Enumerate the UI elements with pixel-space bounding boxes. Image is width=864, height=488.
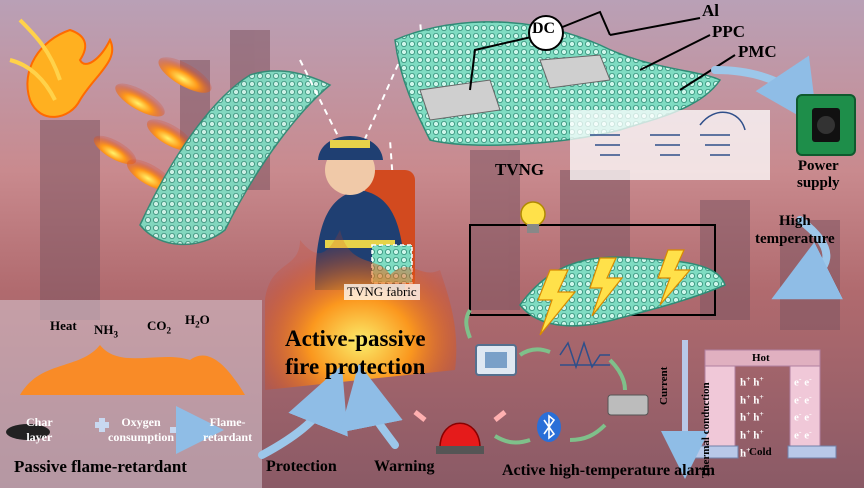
passive-flame-retardant-label: Passive flame-retardant	[14, 457, 187, 476]
signal-wave-icon	[559, 340, 610, 370]
dc-source-icon	[528, 15, 564, 51]
cold-label: Cold	[749, 446, 772, 458]
current-label: Current	[658, 366, 670, 405]
process-icons	[6, 406, 224, 454]
phoenix-icon	[9, 18, 114, 118]
layer-label-al: Al	[702, 1, 719, 20]
thermoelectric-device	[689, 349, 837, 459]
tvng-device	[394, 21, 770, 180]
hole-carriers: h+ h+ h+ h+ h+ h+ h+ h+ h+	[740, 374, 764, 460]
tvng-fabric-label: TVNG fabric	[344, 284, 420, 300]
lightning-icons	[537, 249, 692, 336]
tvng-label: TVNG	[495, 160, 545, 179]
bulb-icon	[520, 201, 546, 233]
nh3-label: NH3	[94, 322, 119, 340]
dc-label: DC	[532, 20, 556, 37]
layer-label-pmc: PMC	[738, 42, 777, 61]
dc-wires	[469, 10, 736, 91]
active-alarm-label: Active high-temperature alarm	[502, 462, 715, 479]
bluetooth-icon	[537, 412, 561, 442]
fabric-shield	[139, 70, 332, 246]
thermal-conduction-label: Thermal conduction	[700, 382, 712, 478]
convergence-arrows	[258, 363, 403, 459]
cycle-arrows	[464, 308, 627, 445]
co2-label: CO2	[147, 318, 172, 336]
flow-arrows	[711, 55, 843, 300]
warning-label: Warning	[374, 458, 435, 475]
screen-icon	[475, 344, 517, 376]
h2o-label: H2O	[185, 312, 210, 330]
hot-label: Hot	[752, 352, 770, 364]
heat-label: Heat	[50, 318, 77, 333]
flame-retardant-label: Flame-retardant	[203, 415, 253, 444]
sensor-chip-icon	[607, 394, 649, 416]
power-supply-icon	[796, 94, 856, 156]
layer-label-ppc: PPC	[712, 22, 746, 41]
alarm-siren-icon	[413, 410, 507, 454]
electron-carriers: e- e- e- e- e- e- e- e-	[794, 374, 812, 442]
protection-label: Protection	[266, 458, 337, 475]
fire-flames	[20, 230, 457, 395]
